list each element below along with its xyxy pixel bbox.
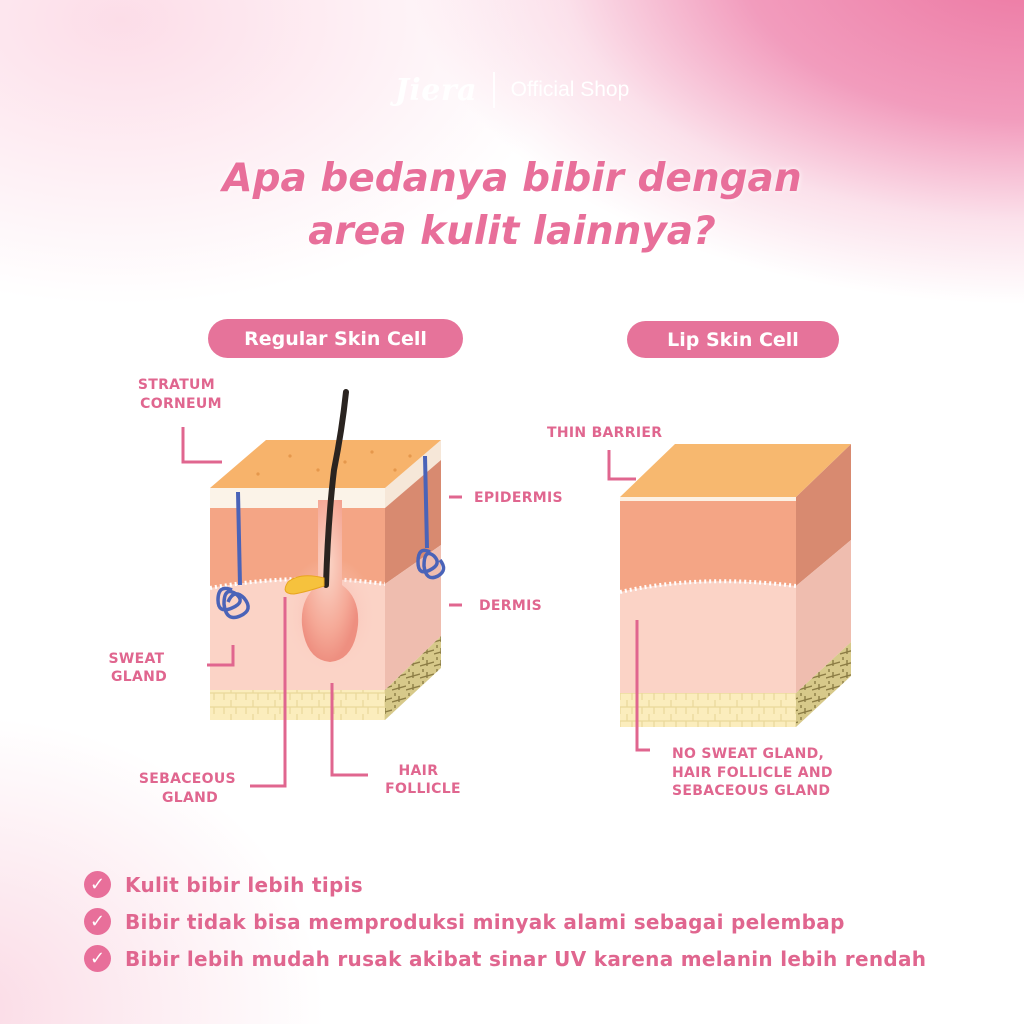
sebaceous-leader	[250, 597, 287, 788]
label-thin-barrier: THIN BARRIER	[547, 425, 662, 441]
sweat-gland-coil-left	[216, 586, 250, 620]
hair-shaft	[323, 389, 349, 588]
label-epidermis: EPIDERMIS	[474, 490, 563, 506]
bullet-text: Kulit bibir lebih tipis	[125, 872, 363, 897]
regular-fat-side	[385, 636, 441, 720]
check-circle-icon: ✓	[84, 871, 111, 898]
hair-follicle-leader	[330, 683, 368, 777]
brand-header: Jiera Official Shop	[0, 72, 1024, 108]
label-stratum-corneum: STRATUM CORNEUM	[138, 377, 222, 412]
title-line-1: Apa bedanya bibir dengan	[222, 156, 802, 201]
bullet-list: ✓ Kulit bibir lebih tipis ✓ Bibir tidak …	[84, 866, 926, 977]
stratum-leader	[181, 427, 222, 464]
bullet-text: Bibir lebih mudah rusak akibat sinar UV …	[125, 946, 927, 971]
hair-follicle-shape	[301, 500, 359, 662]
lip-dermis-front	[620, 581, 796, 693]
regular-fat-front	[210, 690, 385, 720]
lip-thin-barrier-layer	[620, 497, 796, 501]
brand-shop-label: Official Shop	[510, 78, 630, 101]
label-sweat-gland: SWEAT GLAND	[108, 651, 169, 685]
lip-skin-heading: Lip Skin Cell	[627, 321, 839, 358]
regular-top-dots	[256, 450, 412, 476]
sebaceous-gland-shape	[284, 575, 325, 595]
label-no-glands: NO SWEAT GLAND, HAIR FOLLICLE AND SEBACE…	[672, 746, 838, 799]
brand-logo: Jiera	[394, 72, 478, 108]
sweat-gland-coil-right	[416, 548, 446, 580]
no-glands-leader	[635, 620, 650, 752]
lip-epidermis-side	[796, 444, 851, 586]
label-hair-follicle: HAIR FOLLICLE	[385, 763, 461, 797]
bullet-text: Bibir tidak bisa memproduksi minyak alam…	[125, 909, 845, 934]
regular-top-surface	[210, 440, 441, 488]
lip-fat-front	[620, 693, 796, 727]
check-circle-icon: ✓	[84, 945, 111, 972]
thin-barrier-leader	[607, 450, 636, 481]
sweat-duct-right	[423, 455, 429, 549]
label-sebaceous-gland: SEBACEOUS GLAND	[139, 771, 241, 806]
bullet-item: ✓ Bibir tidak bisa memproduksi minyak al…	[84, 903, 926, 940]
bullet-item: ✓ Bibir lebih mudah rusak akibat sinar U…	[84, 940, 926, 977]
regular-skin-block	[209, 389, 446, 720]
regular-skin-heading: Regular Skin Cell	[208, 319, 463, 358]
lip-top-surface	[620, 444, 851, 497]
brand-divider	[493, 72, 495, 108]
sweat-duct-left	[236, 491, 242, 586]
lip-skin-block	[619, 444, 851, 727]
check-circle-icon: ✓	[84, 908, 111, 935]
leader-lines	[181, 427, 650, 788]
page-title: Apa bedanya bibir dengan area kulit lain…	[0, 152, 1024, 258]
lip-epidermis-front	[620, 500, 796, 592]
lip-fat-side	[796, 642, 851, 727]
bullet-item: ✓ Kulit bibir lebih tipis	[84, 866, 926, 903]
title-line-2: area kulit lainnya?	[308, 209, 716, 254]
regular-dermis-side	[385, 545, 441, 690]
label-dermis: DERMIS	[479, 598, 542, 614]
sweat-gland-leader	[207, 645, 235, 667]
